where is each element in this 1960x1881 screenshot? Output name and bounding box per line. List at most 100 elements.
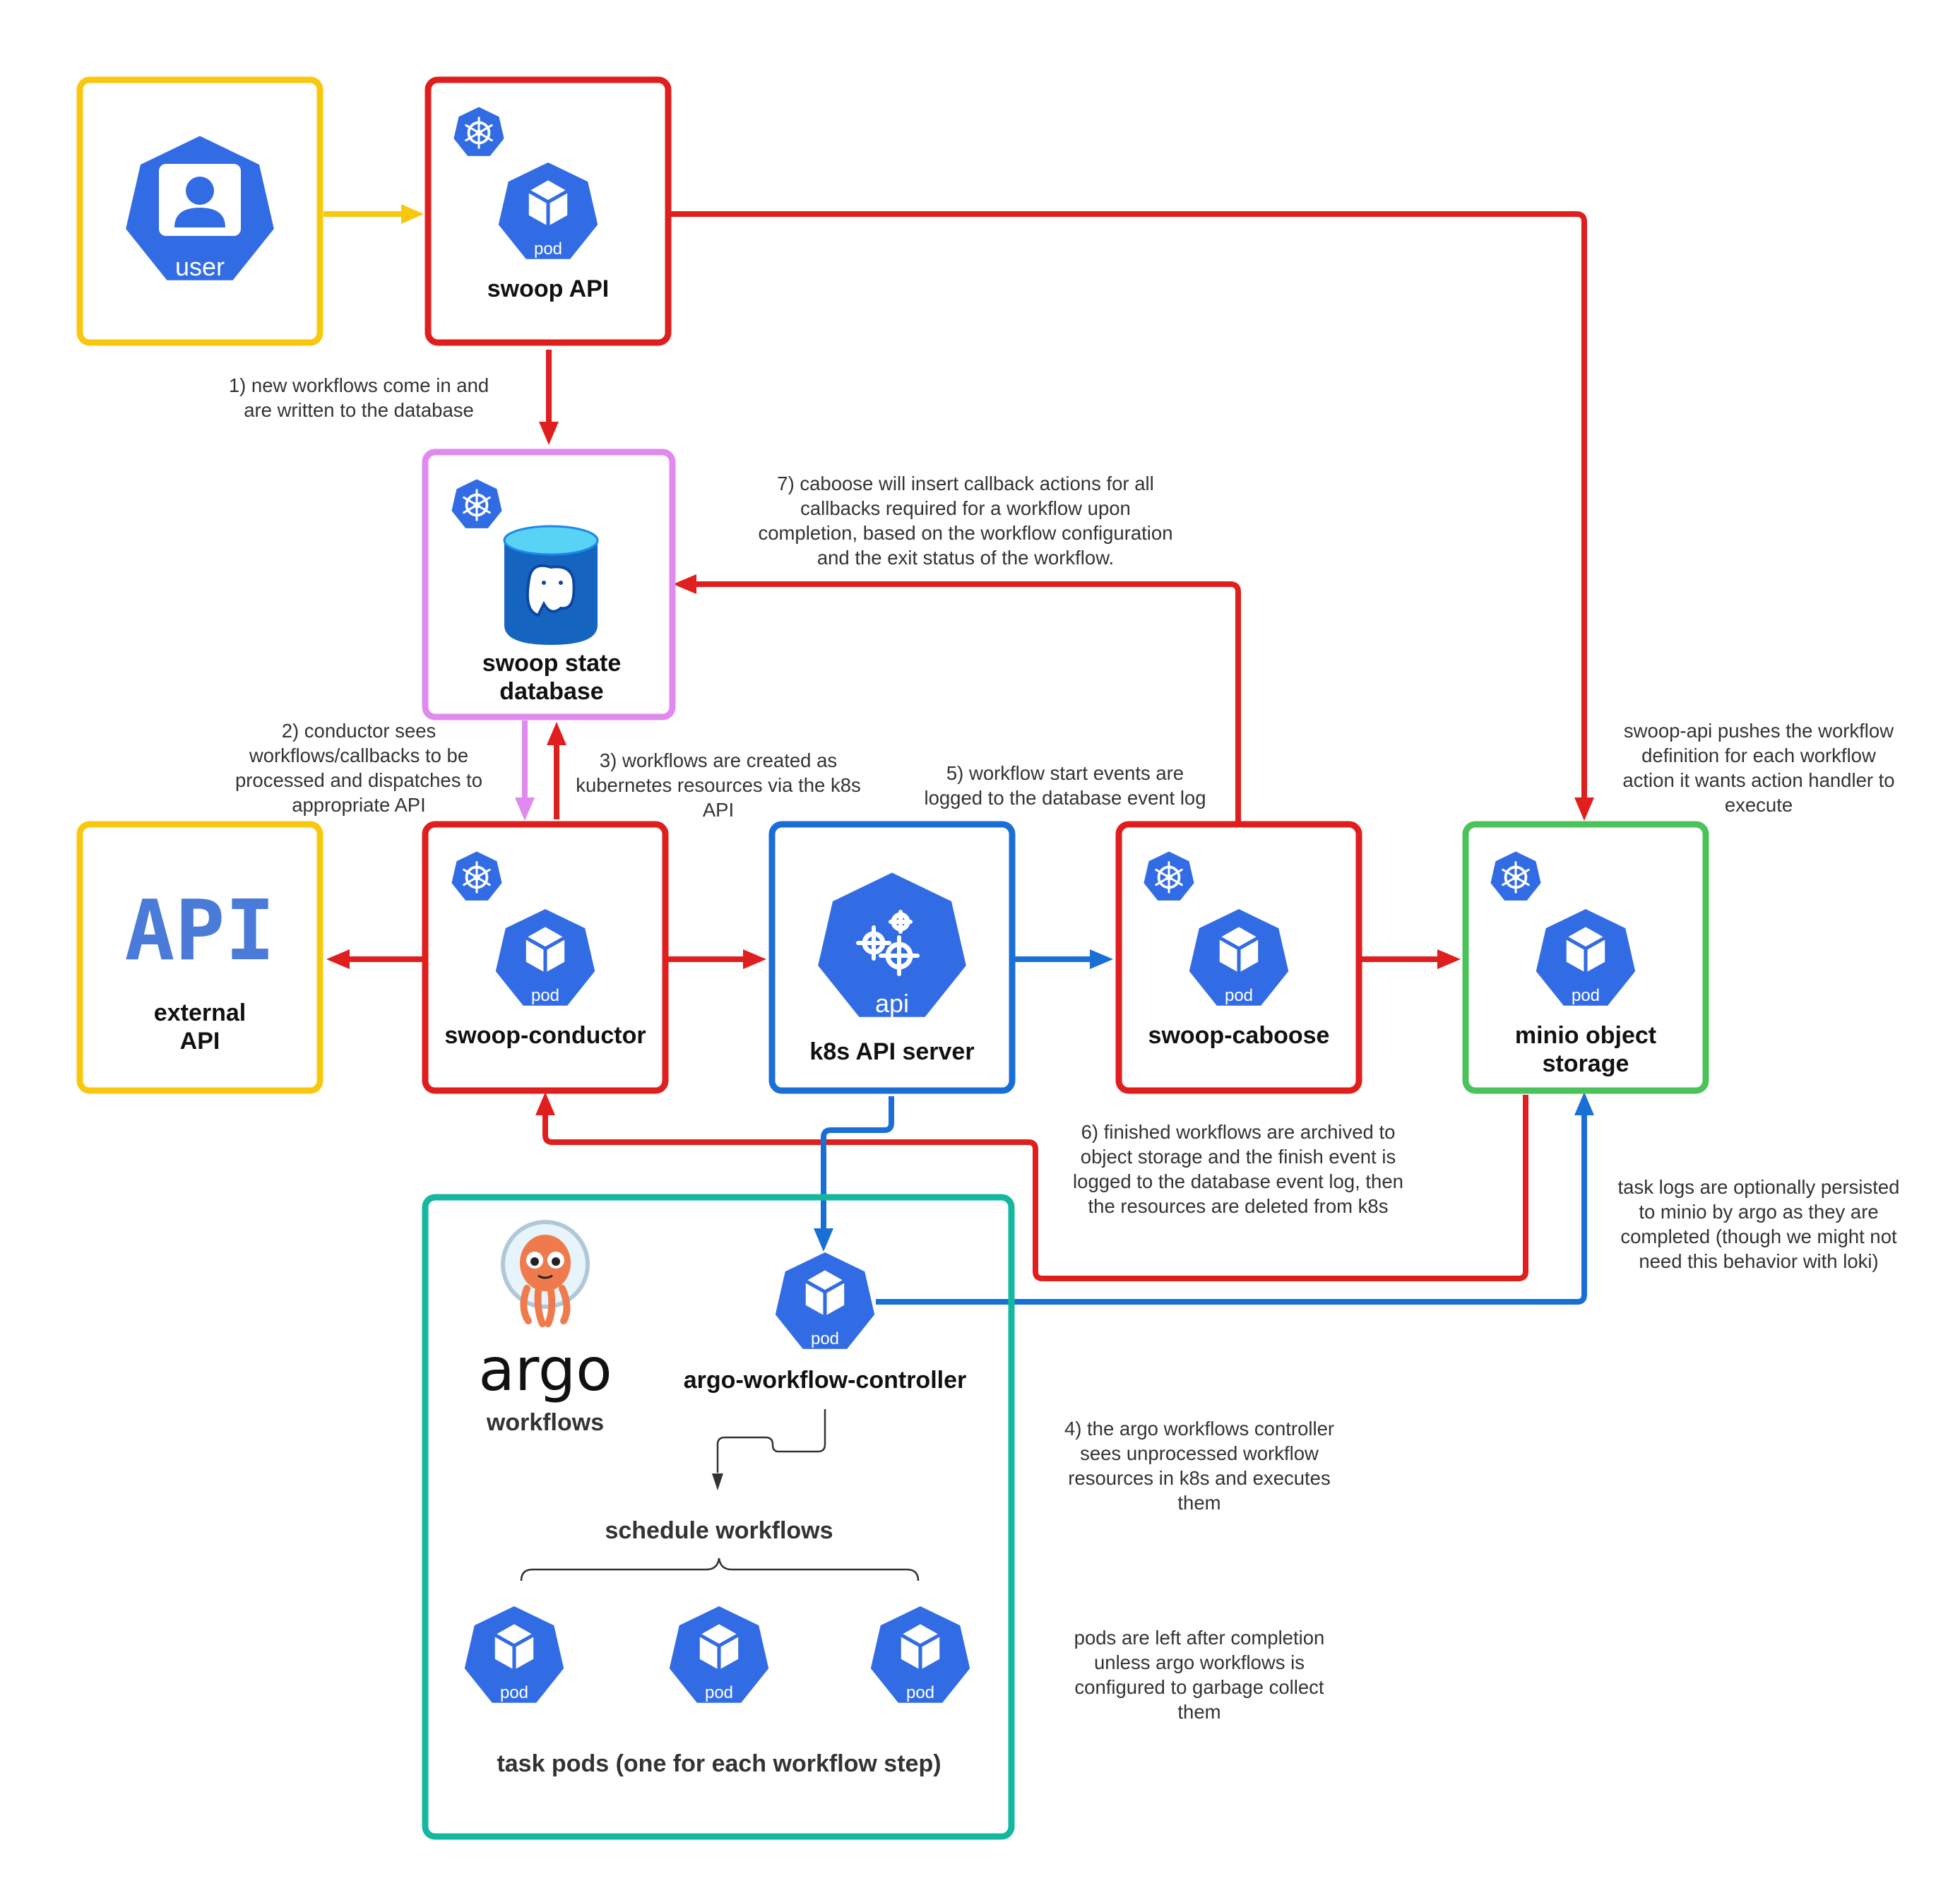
svg-text:execute: execute [1725, 794, 1793, 816]
arrowhead [1574, 1092, 1594, 1115]
note-7: 7) caboose will insert callback actions … [758, 473, 1172, 569]
minio-title-1: minio object [1515, 1022, 1656, 1049]
svg-text:4) the argo workflows controll: 4) the argo workflows controller [1064, 1418, 1334, 1440]
k8s-helm-icon [1489, 850, 1543, 902]
svg-text:appropriate API: appropriate API [292, 794, 426, 816]
edge-caboose-to-db [692, 581, 1241, 823]
svg-text:API: API [703, 799, 734, 821]
svg-text:object storage and the finish: object storage and the finish event is [1081, 1146, 1396, 1168]
pod-label: pod [531, 986, 559, 1005]
svg-text:need this behavior with loki): need this behavior with loki) [1639, 1250, 1878, 1272]
caboose-box [1115, 821, 1362, 1094]
pod-label: pod [906, 1683, 934, 1702]
external-api-title-2: API [180, 1028, 220, 1055]
svg-text:logged to the database event l: logged to the database event log, then [1073, 1170, 1403, 1192]
svg-text:1) new workflows come in and: 1) new workflows come in and [229, 374, 489, 396]
svg-text:kubernetes resources via the k: kubernetes resources via the k8s [576, 774, 861, 796]
pod-label: pod [1572, 986, 1600, 1005]
note-3: 3) workflows are created as kubernetes r… [576, 749, 861, 821]
svg-text:swoop-api pushes the workflow: swoop-api pushes the workflow [1624, 720, 1894, 742]
svg-text:the resources are deleted from: the resources are deleted from k8s [1088, 1195, 1389, 1217]
pod-label: pod [500, 1683, 528, 1702]
caboose-title: swoop-caboose [1148, 1022, 1330, 1049]
note-task-logs: task logs are optionally persisted to mi… [1618, 1176, 1900, 1272]
edge-controller-to-schedule [716, 1409, 826, 1473]
k8s-api-title: k8s API server [809, 1038, 974, 1065]
schedule-brace [520, 1557, 920, 1582]
edge-api-to-minio [671, 211, 1587, 798]
arrowhead [1574, 797, 1594, 821]
arrowhead [712, 1473, 723, 1490]
svg-text:resources in k8s and executes: resources in k8s and executes [1068, 1467, 1330, 1489]
argo-octopus-icon [501, 1220, 590, 1327]
k8s-api-box [768, 821, 1016, 1094]
arrowhead [743, 949, 766, 969]
swoop-api-title: swoop API [487, 275, 610, 302]
api-logo: API [124, 882, 275, 979]
svg-text:task logs are optionally persi: task logs are optionally persisted [1618, 1176, 1900, 1198]
api-server-icon [818, 872, 966, 1017]
k8s-helm-icon [1142, 850, 1196, 902]
k8s-helm-icon [450, 478, 504, 530]
argo-logo-text: argo [478, 1335, 612, 1404]
svg-text:6) finished workflows are arch: 6) finished workflows are archived to [1081, 1121, 1396, 1143]
arrowhead [1090, 949, 1113, 969]
note-2: 2) conductor sees workflows/callbacks to… [235, 720, 482, 816]
arrowhead [1437, 949, 1461, 969]
svg-text:definition for each workflow: definition for each workflow [1641, 744, 1876, 766]
arrowhead [401, 204, 424, 224]
user-icon [126, 136, 274, 280]
svg-text:pods are left after completion: pods are left after completion [1074, 1627, 1325, 1649]
note-4: 4) the argo workflows controller sees un… [1064, 1418, 1334, 1514]
note-5: 5) workflow start events are logged to t… [924, 762, 1206, 809]
svg-text:and the exit status of the wor: and the exit status of the workflow. [817, 547, 1114, 569]
pod-label: pod [1225, 986, 1253, 1005]
arrowhead [326, 949, 350, 969]
swoop-api-box [424, 76, 672, 346]
api-icon-label: api [875, 989, 909, 1018]
svg-text:processed and dispatches to: processed and dispatches to [235, 769, 482, 791]
svg-text:sees unprocessed workflow: sees unprocessed workflow [1080, 1442, 1319, 1464]
minio-title-2: storage [1543, 1050, 1629, 1077]
user-box [76, 76, 323, 346]
state-db-box [422, 449, 676, 720]
argo-box [422, 1194, 1015, 1840]
svg-text:action it wants action handler: action it wants action handler to [1622, 769, 1894, 791]
external-api-title-1: external [154, 999, 246, 1026]
svg-text:workflows/callbacks to be: workflows/callbacks to be [249, 744, 468, 766]
edge-k8s-to-argo [821, 1096, 894, 1229]
note-6: 6) finished workflows are archived to ob… [1073, 1121, 1403, 1217]
argo-subtitle: workflows [486, 1409, 604, 1436]
svg-text:them: them [1177, 1701, 1220, 1723]
svg-text:2) conductor sees: 2) conductor sees [282, 720, 436, 742]
svg-text:them: them [1177, 1492, 1220, 1514]
svg-text:are written to the database: are written to the database [244, 399, 474, 421]
arrowhead [673, 574, 696, 594]
svg-text:callbacks required for a workf: callbacks required for a workflow upon [800, 497, 1131, 519]
svg-text:5) workflow start events are: 5) workflow start events are [946, 762, 1184, 784]
k8s-helm-icon [450, 850, 504, 902]
schedule-title: schedule workflows [605, 1517, 833, 1544]
conductor-box [422, 821, 669, 1094]
svg-text:7) caboose will insert callbac: 7) caboose will insert callback actions … [777, 473, 1153, 494]
svg-text:completed (though we might not: completed (though we might not [1620, 1226, 1897, 1247]
svg-text:configured to garbage collect: configured to garbage collect [1074, 1676, 1324, 1698]
k8s-helm-icon [452, 106, 506, 158]
arrowhead [515, 797, 535, 821]
state-db-title-2: database [499, 678, 603, 705]
pod-label: pod [534, 239, 562, 259]
svg-text:logged to the database event l: logged to the database event log [924, 787, 1206, 809]
external-api-box [76, 821, 323, 1094]
state-db-title-1: swoop state [482, 650, 621, 677]
arrowhead [814, 1228, 833, 1252]
pod-label: pod [705, 1683, 733, 1702]
pod-label: pod [811, 1329, 839, 1348]
edge-minio-to-conductor [542, 1095, 1528, 1281]
user-icon-label: user [175, 252, 225, 281]
task-pods-caption: task pods (one for each workflow step) [497, 1750, 941, 1777]
postgres-database-icon [503, 525, 599, 645]
arrowhead [547, 722, 566, 745]
svg-text:completion, based on the workf: completion, based on the workflow config… [758, 522, 1172, 544]
svg-text:unless argo workflows is: unless argo workflows is [1094, 1651, 1305, 1673]
